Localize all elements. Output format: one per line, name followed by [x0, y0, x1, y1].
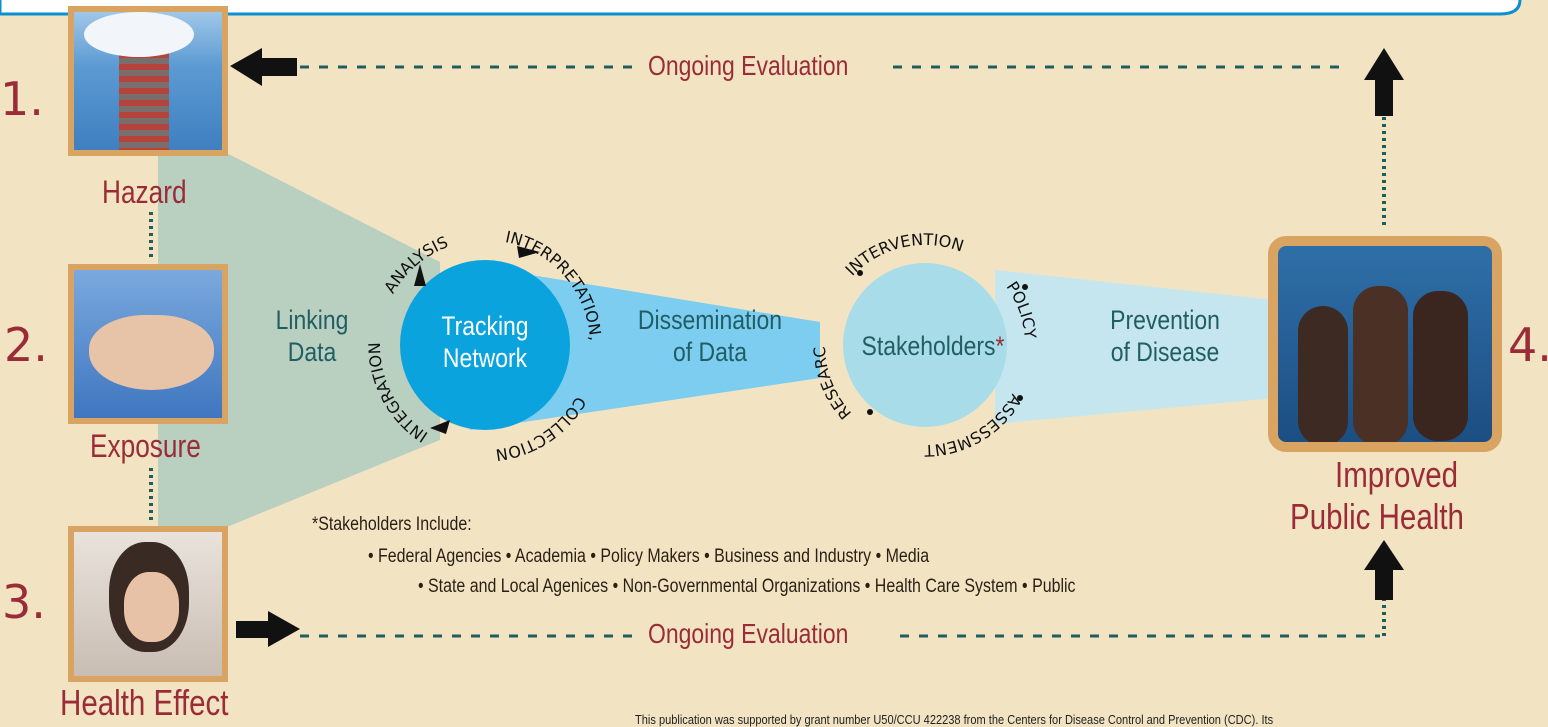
dissemination-line1: Dissemination — [637, 305, 783, 335]
stakeholders-label: Stakeholders* — [861, 330, 1006, 362]
hazard-label: Hazard — [102, 174, 187, 210]
stakeholders-text: Stakeholders — [861, 331, 996, 361]
tracking-network-label: Tracking Network — [434, 310, 536, 374]
stakeholders-note-line1: • Federal Agencies • Academia • Policy M… — [368, 546, 930, 567]
tracking-line2: Network — [442, 343, 528, 373]
top-banner-edge — [0, 0, 1522, 16]
prevention-line1: Prevention — [1110, 305, 1220, 335]
stakeholders-note-title: *Stakeholders Include: — [312, 514, 472, 535]
improved-health-photo — [1268, 236, 1502, 452]
arrow-right — [236, 611, 300, 647]
arrow-left — [230, 48, 297, 86]
top-evaluation-label: Ongoing Evaluation — [648, 50, 849, 81]
prevention-label: Prevention of Disease — [1093, 304, 1238, 368]
linking-funnel — [158, 118, 440, 555]
ring-dot — [867, 409, 873, 415]
smoke-cloud — [84, 12, 194, 57]
footer-note: This publication was supported by grant … — [635, 712, 1274, 727]
improved-label-line2: Public Health — [1290, 496, 1464, 537]
exposure-photo — [68, 264, 228, 424]
exposure-label: Exposure — [90, 428, 201, 464]
linking-data-label: Linking Data — [261, 304, 363, 368]
tracking-line1: Tracking — [441, 311, 529, 341]
improved-label-line1: Improved — [1335, 454, 1459, 495]
tracking-network-circle — [400, 260, 570, 430]
prevention-line2: of Disease — [1110, 337, 1220, 367]
step-number-4: 4. — [1508, 318, 1548, 372]
ring-dot — [857, 270, 863, 276]
person — [1413, 291, 1468, 441]
step-number-3: 3. — [2, 575, 46, 629]
step-number-2: 2. — [4, 318, 48, 372]
hands — [89, 315, 214, 390]
hazard-photo — [68, 6, 228, 156]
linking-line2: Data — [287, 337, 337, 367]
stakeholders-asterisk: * — [995, 331, 1005, 361]
ring-arrow-2 — [414, 264, 426, 286]
face — [124, 572, 179, 642]
arrow-up-bottom — [1364, 540, 1404, 600]
linking-line1: Linking — [275, 305, 349, 335]
step-number-1: 1. — [0, 72, 44, 126]
person — [1353, 286, 1408, 442]
health-effect-label: Health Effect — [60, 682, 229, 723]
ring-arrow-3 — [430, 420, 450, 434]
smokestack — [119, 52, 169, 150]
person — [1298, 306, 1348, 442]
ring-dot — [1017, 395, 1023, 401]
dissemination-label: Dissemination of Data — [625, 304, 795, 368]
bottom-evaluation-label: Ongoing Evaluation — [648, 618, 849, 649]
stakeholders-circle — [843, 263, 1007, 427]
ring-arrow-1 — [517, 246, 540, 258]
dissemination-line2: of Data — [672, 337, 748, 367]
health-effect-photo — [68, 526, 228, 682]
arrow-up-top — [1364, 48, 1404, 116]
ring-dot — [1022, 284, 1028, 290]
stakeholders-note-line2: • State and Local Agenices • Non-Governm… — [418, 576, 1076, 597]
prevention-funnel — [995, 270, 1275, 424]
